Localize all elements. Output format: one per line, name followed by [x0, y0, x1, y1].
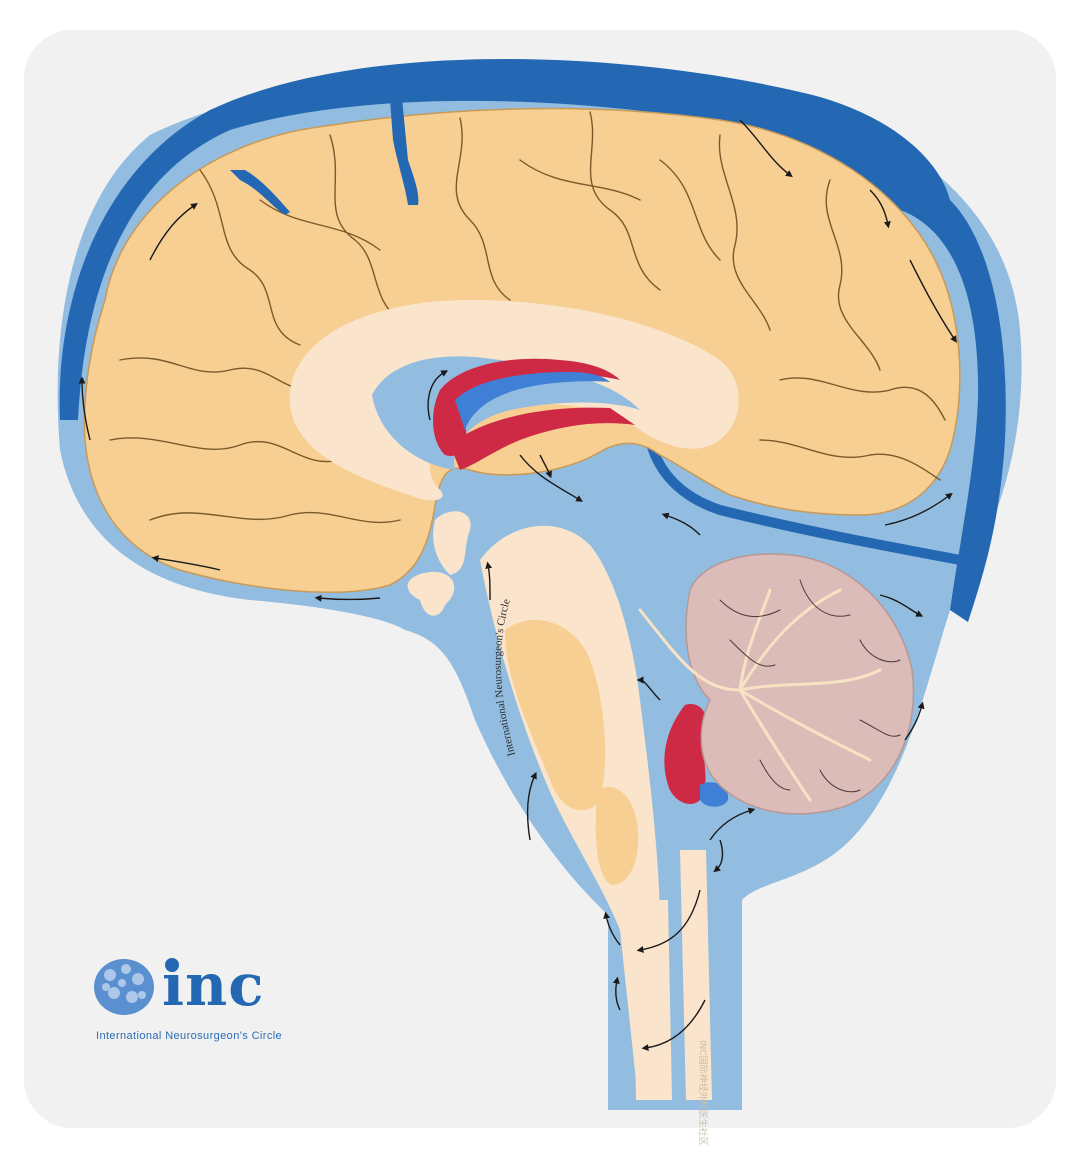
spinal-canal-line — [680, 850, 712, 1100]
straight-sinus — [645, 435, 965, 565]
spinal-cord — [632, 900, 672, 1100]
arachnoid-granulation — [890, 176, 925, 207]
logo-tagline: International Neurosurgeon's Circle — [96, 1030, 283, 1042]
watermark-vertical: INC国际神经外科医生社区 — [697, 1040, 709, 1146]
choroid-plexus-vein — [455, 372, 610, 430]
medulla — [595, 786, 639, 885]
logo-brand-text: inc — [162, 951, 265, 1019]
arachnoid-granulation — [760, 95, 795, 122]
bridging-veins — [230, 98, 419, 215]
optic-area — [433, 511, 471, 575]
csf-flow-arrows — [78, 119, 957, 1052]
pituitary — [407, 571, 455, 616]
pons — [505, 620, 606, 811]
inc-logo: inc International Neurosurgeon's Circle — [92, 951, 302, 1050]
sulci-lines — [109, 111, 946, 524]
brain-icon — [94, 958, 179, 1015]
choroid-plexus-fourth — [664, 704, 708, 805]
choroid-plexus-lateral — [433, 358, 620, 456]
choroid-plexus-fourth-vein — [700, 782, 729, 807]
arbor-vitae — [638, 588, 882, 802]
choroid-plexus-third — [450, 407, 635, 470]
cerebellum-folia — [719, 579, 901, 793]
